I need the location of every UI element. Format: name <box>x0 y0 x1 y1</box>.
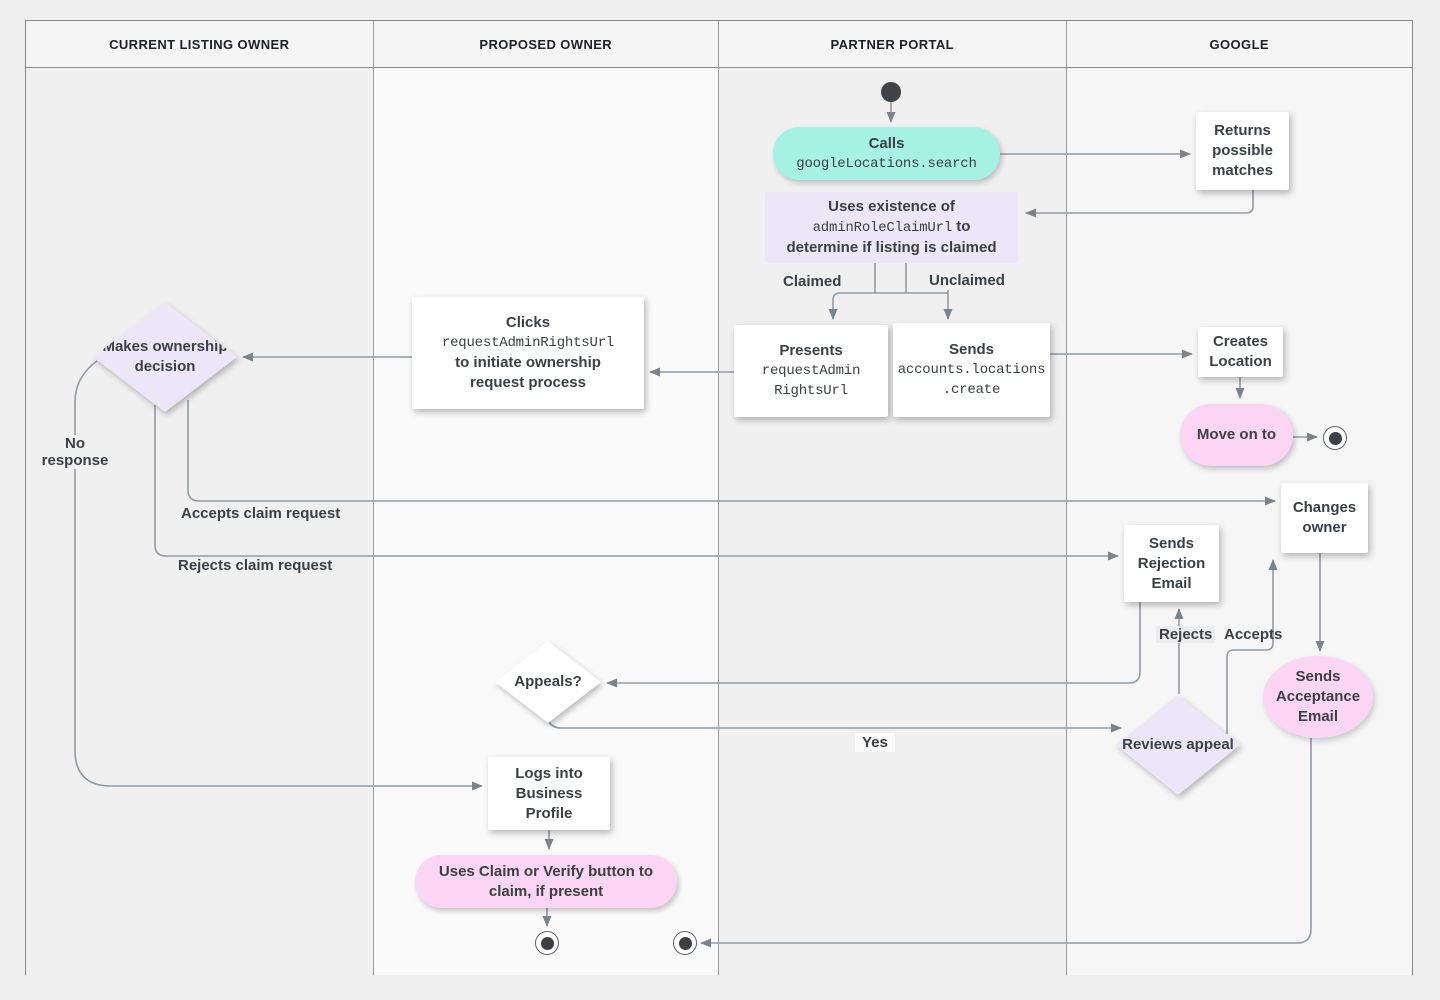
sends-create-code2: .create <box>942 382 1001 398</box>
calls-code: googleLocations.search <box>796 155 977 172</box>
claim-check-suffix: to <box>952 218 971 235</box>
yes-label: Yes <box>855 733 895 752</box>
changes-owner-node: Changes owner <box>1281 483 1368 553</box>
claim-verify-node: Uses Claim or Verify button to claim, if… <box>415 855 677 908</box>
creates-location-node: Creates Location <box>1198 327 1283 377</box>
presents-code2: RightsUrl <box>774 383 848 399</box>
rejects-claim-label: Rejects claim request <box>178 557 333 574</box>
final-node-partner-portal <box>673 931 697 955</box>
appeals-decision-node: Appeals? <box>495 641 601 723</box>
clicks-line3: request process <box>470 374 586 391</box>
calls-title: Calls <box>868 134 905 152</box>
clicks-code: requestAdminRightsUrl <box>441 335 615 351</box>
rejects-label: Rejects <box>1156 626 1216 643</box>
claim-check-line1: Uses existence of <box>828 198 955 215</box>
no-response-label: No response <box>35 435 115 469</box>
start-node <box>881 82 901 102</box>
claim-check-code: adminRoleClaimUrl <box>812 220 953 236</box>
lane-header-current-listing-owner: CURRENT LISTING OWNER <box>26 21 374 67</box>
lane-header-partner-portal: PARTNER PORTAL <box>719 21 1067 67</box>
presents-code1: requestAdmin <box>761 363 861 379</box>
final-node-google-dot <box>1328 431 1342 445</box>
final-node-proposed-owner <box>535 931 559 955</box>
clicks-line2: to initiate ownership <box>455 354 601 371</box>
lane-header-proposed-owner: PROPOSED OWNER <box>374 21 719 67</box>
sends-create-title: Sends <box>948 341 994 358</box>
lane-proposed-owner <box>373 68 719 975</box>
presents-title: Presents <box>779 342 843 359</box>
reviews-appeal-label: Reviews appeal <box>1116 695 1240 795</box>
final-node-proposed-owner-dot <box>540 936 554 950</box>
ownership-decision-node: Makes ownership decision <box>93 302 237 412</box>
claim-check-node: Uses existence of adminRoleClaimUrl to d… <box>765 192 1018 263</box>
calls-search-node: Calls googleLocations.search <box>773 127 1000 180</box>
final-node-partner-portal-dot <box>678 936 692 950</box>
reviews-appeal-node: Reviews appeal <box>1116 695 1240 795</box>
accepts-label: Accepts <box>1224 626 1283 643</box>
sends-create-node: Sends accounts.locations .create <box>893 323 1050 417</box>
lane-header-row: CURRENT LISTING OWNER PROPOSED OWNER PAR… <box>26 21 1412 68</box>
accepts-claim-label: Accepts claim request <box>181 505 341 522</box>
logs-into-profile-node: Logs into Business Profile <box>488 757 610 830</box>
sends-rejection-email-node: Sends Rejection Email <box>1124 525 1219 602</box>
clicks-title: Clicks <box>505 314 551 331</box>
sends-acceptance-email-node: Sends Acceptance Email <box>1263 656 1373 738</box>
clicks-url-node: Clicks requestAdminRightsUrl to initiate… <box>412 297 644 409</box>
presents-url-node: Presents requestAdmin RightsUrl <box>734 325 888 417</box>
final-node-google <box>1323 426 1347 450</box>
unclaimed-label: Unclaimed <box>929 272 1005 289</box>
ownership-decision-label: Makes ownership decision <box>93 302 237 412</box>
appeals-label: Appeals? <box>495 641 601 723</box>
sends-create-code1: accounts.locations <box>897 362 1046 378</box>
claim-check-line3: determine if listing is claimed <box>786 239 997 256</box>
claimed-label: Claimed <box>783 273 842 290</box>
lane-header-google: GOOGLE <box>1209 36 1269 52</box>
move-on-node: Move on to <box>1180 404 1293 466</box>
returns-matches-node: Returns possible matches <box>1196 112 1289 190</box>
